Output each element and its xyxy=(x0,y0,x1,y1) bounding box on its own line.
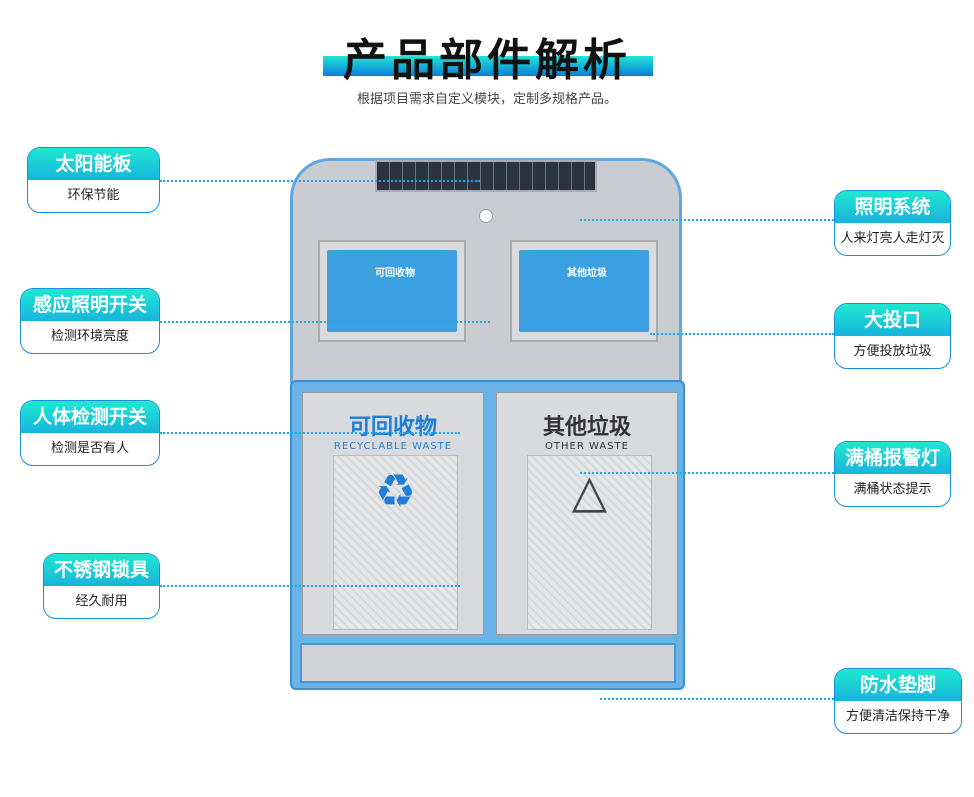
callout-body-detection: 人体检测开关检测是否有人 xyxy=(20,400,160,466)
sign-plate: ♻ xyxy=(333,455,458,630)
door-en-label: OTHER WASTE xyxy=(545,441,629,452)
page-subtitle: 根据项目需求自定义模块，定制多规格产品。 xyxy=(356,92,617,107)
door-en-label: RECYCLABLE WASTE xyxy=(333,441,453,452)
title-underline xyxy=(323,56,653,76)
leader-line xyxy=(160,180,480,182)
callout-title: 太阳能板 xyxy=(28,148,159,180)
callout-title: 不锈钢锁具 xyxy=(44,554,159,586)
callout-lock: 不锈钢锁具经久耐用 xyxy=(43,553,160,619)
leader-line xyxy=(600,698,834,700)
screen-right: 其他垃圾 xyxy=(510,240,658,342)
leader-line xyxy=(580,472,834,474)
leader-line xyxy=(160,585,460,587)
door-label: 其他垃圾 xyxy=(542,415,631,440)
callout-title: 人体检测开关 xyxy=(21,401,159,433)
callout-desc: 人来灯亮人走灯灭 xyxy=(840,231,945,246)
callout-desc: 检测是否有人 xyxy=(50,441,129,456)
callout-desc: 经久耐用 xyxy=(75,594,128,609)
callout-sensor-switch: 感应照明开关检测环境亮度 xyxy=(20,288,160,354)
callout-desc: 环保节能 xyxy=(67,188,120,203)
callout-waterproof-feet: 防水垫脚方便清洁保持干净 xyxy=(834,668,962,734)
screen-left: 可回收物 xyxy=(318,240,466,342)
callout-desc: 满桶状态提示 xyxy=(853,482,932,497)
solar-panel xyxy=(375,160,597,192)
waterproof-base xyxy=(300,643,676,683)
callout-lighting: 照明系统人来灯亮人走灯灭 xyxy=(834,190,951,256)
leader-line xyxy=(650,333,834,335)
screen-left-label: 可回收物 xyxy=(327,250,457,332)
callout-title: 满桶报警灯 xyxy=(835,442,950,474)
callout-desc: 方便清洁保持干净 xyxy=(845,709,950,724)
recycle-icon: ♻ xyxy=(374,464,417,518)
callout-title: 大投口 xyxy=(835,304,950,336)
callout-title: 感应照明开关 xyxy=(21,289,159,321)
leader-line xyxy=(160,321,490,323)
leader-line xyxy=(580,219,834,221)
door-label: 可回收物 xyxy=(348,415,437,440)
callout-desc: 方便投放垃圾 xyxy=(853,344,932,359)
page-title: 产品部件解析 xyxy=(343,35,631,86)
door-recyclable: 可回收物 RECYCLABLE WASTE ♻ xyxy=(302,392,484,635)
callout-title: 防水垫脚 xyxy=(835,669,961,701)
callout-solar-panel: 太阳能板环保节能 xyxy=(27,147,160,213)
callout-title: 照明系统 xyxy=(835,191,950,223)
callout-full-alarm: 满桶报警灯满桶状态提示 xyxy=(834,441,951,507)
callout-opening: 大投口方便投放垃圾 xyxy=(834,303,951,369)
callout-desc: 检测环境亮度 xyxy=(50,329,129,344)
door-other: 其他垃圾 OTHER WASTE △ xyxy=(496,392,678,635)
screen-right-label: 其他垃圾 xyxy=(519,250,649,332)
leader-line xyxy=(160,432,460,434)
sign-plate: △ xyxy=(527,455,652,630)
sensor-light-switch xyxy=(479,209,493,223)
